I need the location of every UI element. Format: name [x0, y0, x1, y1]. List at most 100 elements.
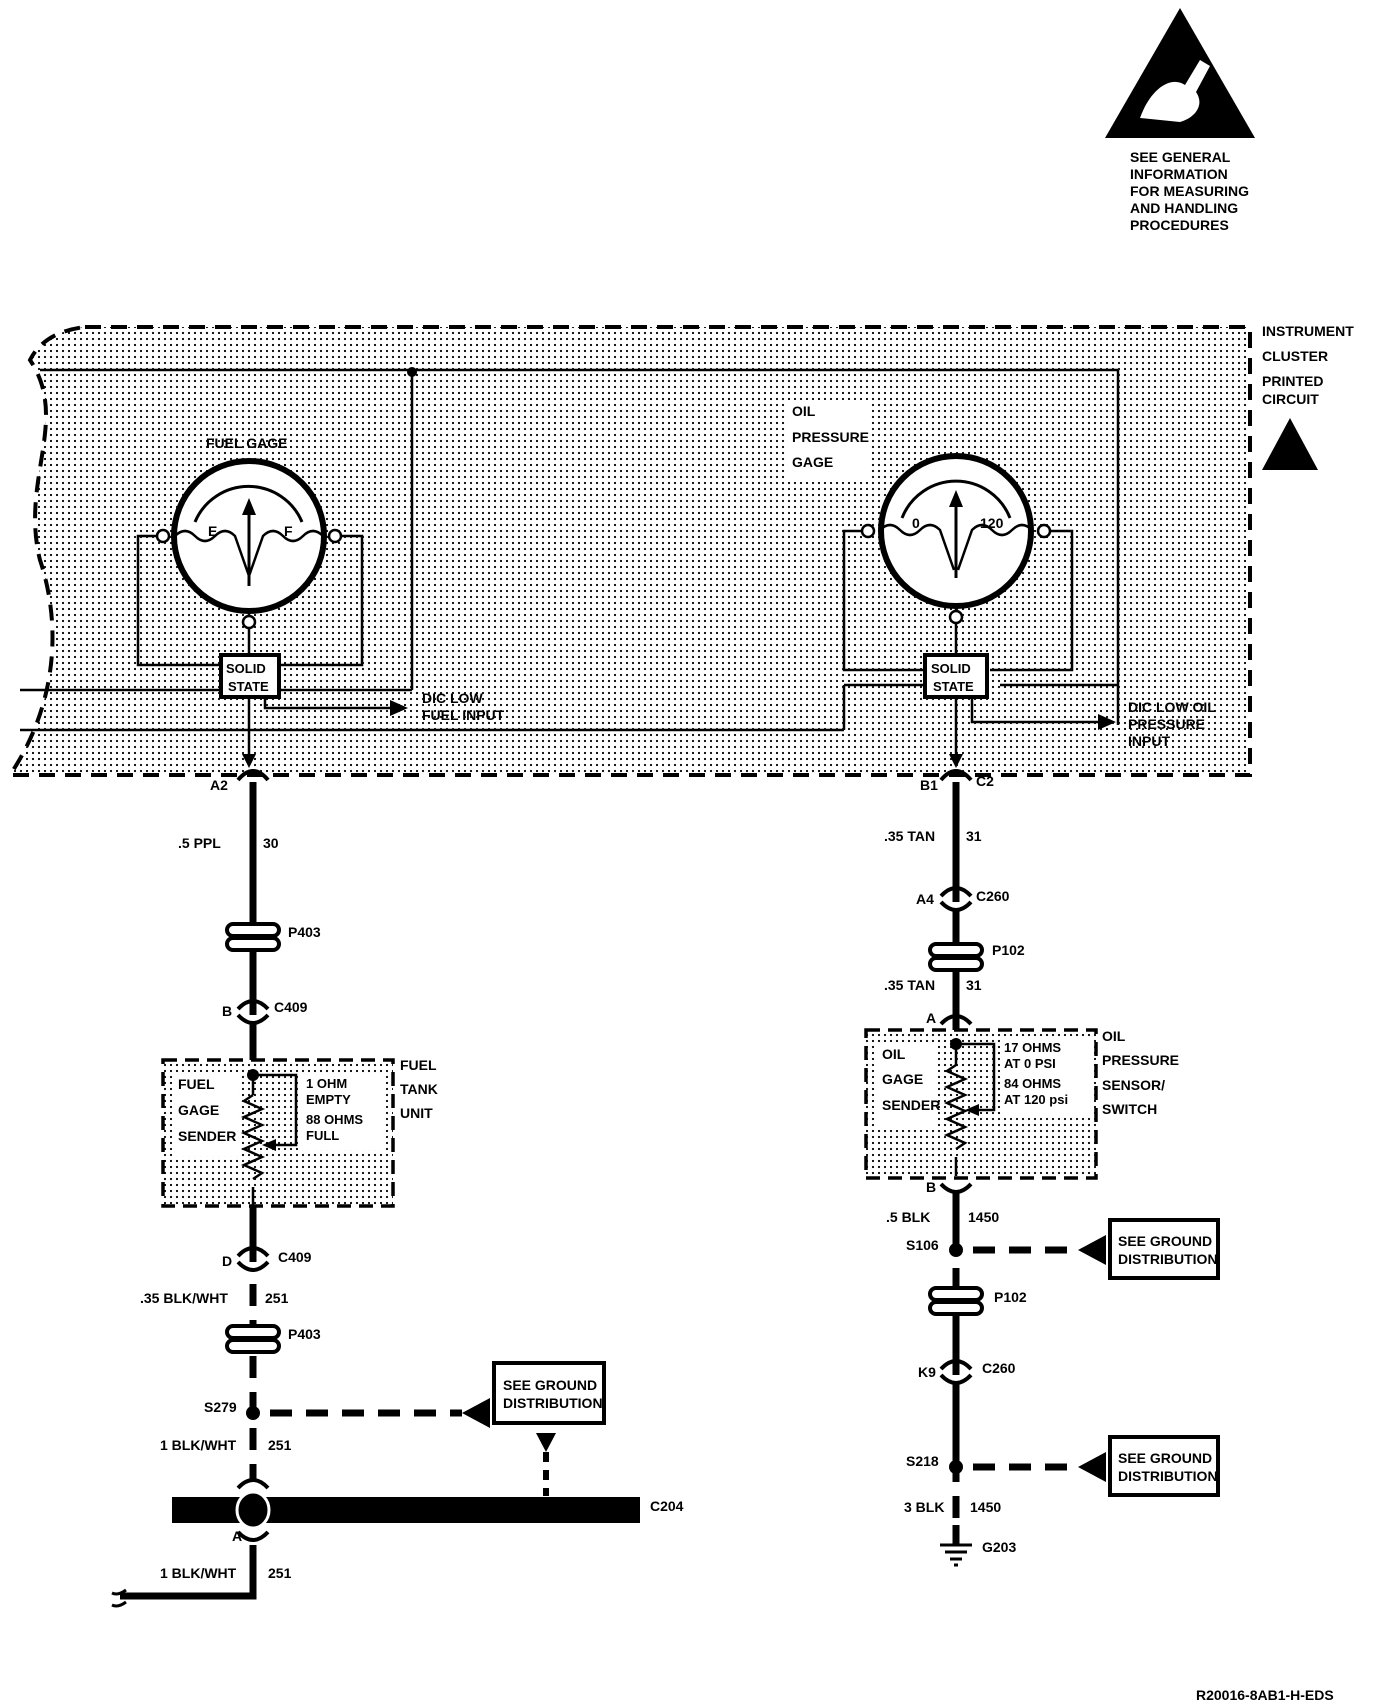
svg-text:P403: P403	[288, 924, 321, 940]
svg-text:SWITCH: SWITCH	[1102, 1101, 1157, 1117]
svg-text:E: E	[208, 523, 217, 539]
oil-wire-2-circuit: 31	[966, 977, 982, 993]
oil-pressure-gage: OIL PRESSURE GAGE 0 120	[788, 400, 1074, 672]
p102-top: P102	[928, 942, 1025, 972]
oil-ground-ref-2: SEE GROUND DISTRIBUTION	[1108, 1435, 1220, 1497]
c409-bottom: D C409	[222, 1246, 312, 1272]
c409-top: B C409	[222, 999, 308, 1025]
svg-text:P102: P102	[994, 1289, 1027, 1305]
instrument-cluster-label: INSTRUMENT CLUSTER PRINTED CIRCUIT	[1262, 323, 1354, 407]
cluster-traces	[20, 367, 1120, 732]
svg-text:FOR MEASURING: FOR MEASURING	[1130, 183, 1249, 199]
svg-text:S218: S218	[906, 1453, 939, 1469]
fuel-ground-ref: SEE GROUND DISTRIBUTION	[492, 1361, 606, 1496]
oil-ground-ref-1: SEE GROUND DISTRIBUTION	[1108, 1218, 1220, 1280]
p403-top: P403	[225, 922, 321, 952]
sensor-pin-a: A	[926, 1010, 973, 1026]
oil-wire-1-circuit: 31	[966, 828, 982, 844]
svg-text:FUEL GAGE: FUEL GAGE	[206, 435, 287, 451]
svg-text:DIC LOW OIL: DIC LOW OIL	[1128, 699, 1216, 715]
svg-text:SEE GROUND: SEE GROUND	[1118, 1450, 1212, 1466]
svg-text:FUEL: FUEL	[400, 1057, 437, 1073]
svg-text:FUEL: FUEL	[178, 1076, 215, 1092]
arrow-right-icon	[390, 700, 408, 716]
esd-small-icon	[1262, 418, 1318, 470]
arrow-left-icon	[1078, 1452, 1106, 1482]
connector-c2: B1 C2	[920, 769, 994, 793]
svg-text:SEE GROUND: SEE GROUND	[1118, 1233, 1212, 1249]
svg-text:SEE GENERAL: SEE GENERAL	[1130, 149, 1231, 165]
fuel-wire-2-circuit: 251	[265, 1290, 289, 1306]
oil-solid-state-module: SOLID STATE	[923, 653, 989, 699]
svg-text:AT 120 psi: AT 120 psi	[1004, 1092, 1068, 1107]
svg-text:B1: B1	[920, 777, 938, 793]
svg-text:DIC LOW: DIC LOW	[422, 690, 483, 706]
sensor-pin-b: B	[926, 1179, 973, 1195]
ground-icon	[940, 1543, 972, 1567]
svg-text:FULL: FULL	[306, 1128, 339, 1143]
oil-dic-output: DIC LOW OIL PRESSURE INPUT	[949, 697, 1216, 768]
fuel-wire-2-gauge: .35 BLK/WHT	[140, 1290, 228, 1306]
resistor-icon	[943, 1063, 969, 1151]
svg-text:CIRCUIT: CIRCUIT	[1262, 391, 1319, 407]
svg-text:0: 0	[912, 515, 920, 531]
arrow-left-icon	[462, 1398, 490, 1428]
svg-text:PROCEDURES: PROCEDURES	[1130, 217, 1229, 233]
svg-text:1 OHM: 1 OHM	[306, 1076, 347, 1091]
svg-text:G203: G203	[982, 1539, 1016, 1555]
svg-text:GAGE: GAGE	[882, 1071, 923, 1087]
fuel-wire-1-circuit: 30	[263, 835, 279, 851]
svg-text:TANK: TANK	[400, 1081, 438, 1097]
fuel-solid-state-module: SOLID STATE	[219, 653, 281, 699]
svg-text:84 OHMS: 84 OHMS	[1004, 1076, 1061, 1091]
oil-wire-1-gauge: .35 TAN	[884, 828, 935, 844]
svg-text:SENSOR/: SENSOR/	[1102, 1077, 1165, 1093]
svg-text:INPUT: INPUT	[1128, 733, 1170, 749]
fuel-wire-3-circuit: 251	[268, 1437, 292, 1453]
svg-text:A2: A2	[210, 777, 228, 793]
svg-text:C409: C409	[274, 999, 308, 1015]
fuel-needle-icon	[242, 498, 256, 515]
svg-text:F: F	[284, 523, 293, 539]
oil-wire-4-circuit: 1450	[970, 1499, 1001, 1515]
connector-a2: A2	[210, 769, 270, 793]
p403-bottom: P403	[225, 1324, 321, 1354]
svg-text:B: B	[222, 1003, 232, 1019]
svg-text:INSTRUMENT: INSTRUMENT	[1262, 323, 1354, 339]
oil-pressure-sensor: OIL PRESSURE SENSOR/ SWITCH OIL GAGE SEN…	[864, 1028, 1179, 1180]
svg-text:SENDER: SENDER	[882, 1097, 940, 1113]
svg-text:UNIT: UNIT	[400, 1105, 433, 1121]
svg-text:DISTRIBUTION: DISTRIBUTION	[1118, 1251, 1218, 1267]
oil-needle-icon	[949, 490, 963, 507]
svg-text:PRESSURE: PRESSURE	[1128, 716, 1205, 732]
svg-text:17 OHMS: 17 OHMS	[1004, 1040, 1061, 1055]
svg-text:C260: C260	[982, 1360, 1016, 1376]
svg-text:CLUSTER: CLUSTER	[1262, 348, 1328, 364]
fuel-gage: FUEL GAGE E F	[136, 435, 364, 667]
svg-text:SEE GROUND: SEE GROUND	[503, 1377, 597, 1393]
fuel-dic-output: DIC LOW FUEL INPUT	[242, 690, 505, 768]
splice-s106: S106	[906, 1235, 1106, 1265]
wiper-arrow-icon	[965, 1104, 979, 1116]
fuel-wire-3-gauge: 1 BLK/WHT	[160, 1437, 237, 1453]
oil-wire-2-gauge: .35 TAN	[884, 977, 935, 993]
esd-note: SEE GENERAL INFORMATION FOR MEASURING AN…	[1130, 149, 1249, 233]
resistor-icon	[240, 1093, 266, 1181]
p102-bottom: P102	[928, 1286, 1027, 1316]
c260-bottom: K9 C260	[918, 1359, 1016, 1385]
figure-id: R20016-8AB1-H-EDS	[1196, 1687, 1334, 1703]
arrow-down-icon	[949, 754, 963, 768]
svg-text:P403: P403	[288, 1326, 321, 1342]
svg-text:SENDER: SENDER	[178, 1128, 236, 1144]
svg-text:SOLID: SOLID	[226, 661, 266, 676]
svg-text:A: A	[926, 1010, 936, 1026]
arrow-right-icon	[1098, 714, 1116, 730]
fuel-wire-4-circuit: 251	[268, 1565, 292, 1581]
svg-text:C260: C260	[976, 888, 1010, 904]
svg-text:C409: C409	[278, 1249, 312, 1265]
svg-text:K9: K9	[918, 1364, 936, 1380]
oil-wire-3-gauge: .5 BLK	[886, 1209, 930, 1225]
svg-text:DISTRIBUTION: DISTRIBUTION	[503, 1395, 603, 1411]
svg-text:S279: S279	[204, 1399, 237, 1415]
